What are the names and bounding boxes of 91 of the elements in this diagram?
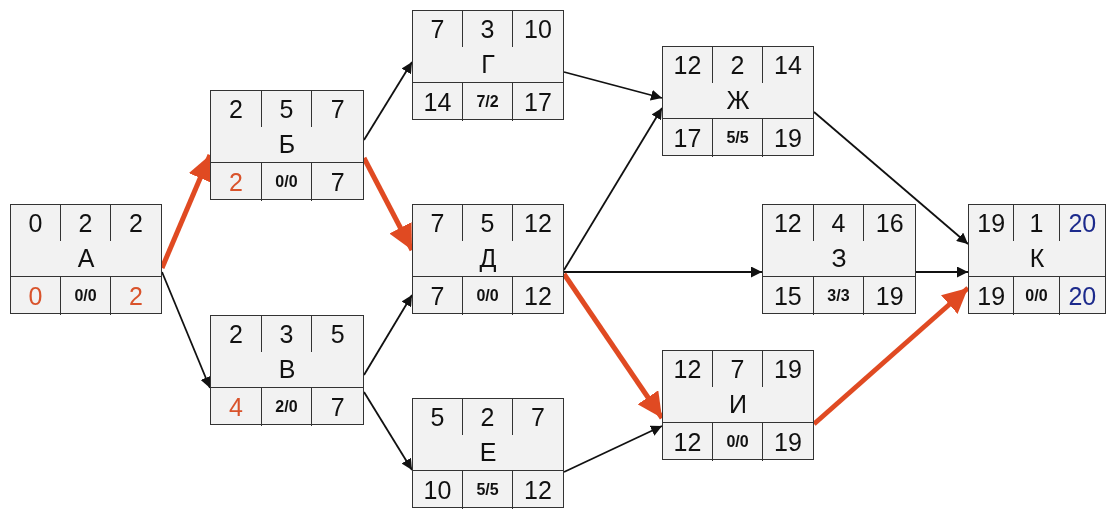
value-cell-text: 2 <box>128 207 144 239</box>
arrow <box>813 111 969 245</box>
value-cell-text: 17 <box>523 86 553 118</box>
value-cell-text: 14 <box>773 49 803 81</box>
value-cell: 15 <box>763 277 814 315</box>
value-cell: 14 <box>413 83 463 121</box>
value-cell: 4 <box>211 388 262 426</box>
activity-node <box>762 204 916 314</box>
value-cell: 2 <box>211 316 262 352</box>
activity-name: Е <box>413 435 563 471</box>
value-cell-text: 16 <box>874 207 905 239</box>
value-cell: 7 <box>713 351 763 387</box>
value-cell: 1 <box>1014 205 1060 241</box>
value-cell: 0/0 <box>463 277 513 315</box>
value-cell-text: 12 <box>523 207 553 239</box>
value-cell-text: 19 <box>773 122 803 154</box>
value-cell: 0/0 <box>713 423 763 461</box>
value-cell: 0/0 <box>1014 277 1060 315</box>
value-cell-text: 19 <box>773 353 803 385</box>
activity-node <box>10 204 162 314</box>
value-cell: 7/2 <box>463 83 513 121</box>
value-cell: 2 <box>211 91 262 127</box>
value-cell-text: 19 <box>773 426 803 458</box>
value-cell: 3/3 <box>813 277 865 315</box>
arrow <box>915 266 969 278</box>
value-cell: 0/0 <box>61 277 111 315</box>
arrow <box>363 391 413 471</box>
value-cell: 12 <box>763 205 814 241</box>
activity-name: Г <box>413 47 563 83</box>
arrow <box>161 271 211 389</box>
activity-node <box>412 204 564 314</box>
arrow <box>563 71 663 101</box>
value-cell: 12 <box>663 351 713 387</box>
value-cell: 7 <box>413 277 463 315</box>
value-cell-text: 12 <box>523 280 553 312</box>
value-cell: 5 <box>413 399 463 435</box>
value-cell-text: 5 <box>329 318 346 350</box>
arrow <box>812 286 970 426</box>
arrow <box>563 107 663 271</box>
value-cell: 12 <box>663 47 713 83</box>
value-cell-text: 7 <box>329 166 346 198</box>
value-cell-text: 20 <box>1067 207 1098 239</box>
value-cell-text: 7 <box>530 401 546 433</box>
activity-name: В <box>211 352 363 388</box>
activity-name: К <box>969 241 1105 277</box>
value-cell: 5/5 <box>463 471 513 509</box>
value-cell-text: 12 <box>523 474 553 506</box>
activity-node <box>210 90 364 200</box>
activity-name: Д <box>413 241 563 277</box>
value-cell-text: 7 <box>329 391 346 423</box>
value-cell: 4 <box>813 205 865 241</box>
value-cell: 5 <box>261 91 313 127</box>
value-cell: 7 <box>413 205 463 241</box>
value-cell-text: 7 <box>329 93 346 125</box>
value-cell: 2 <box>211 163 262 201</box>
value-cell: 2 <box>61 205 111 241</box>
value-cell-text: 2 <box>128 280 144 312</box>
activity-name: Б <box>211 127 363 163</box>
activity-name: З <box>763 241 915 277</box>
value-cell: 19 <box>969 205 1015 241</box>
activity-name: Ж <box>663 83 813 119</box>
value-cell: 3 <box>463 11 513 47</box>
value-cell: 5 <box>463 205 513 241</box>
activity-name: И <box>663 387 813 423</box>
arrow <box>363 294 413 376</box>
activity-node <box>412 398 564 508</box>
value-cell-text: 19 <box>874 280 905 312</box>
value-cell-text: 10 <box>523 13 553 45</box>
activity-node <box>662 46 814 156</box>
value-cell: 2 <box>463 399 513 435</box>
value-cell: 2 <box>713 47 763 83</box>
value-cell: 7 <box>413 11 463 47</box>
value-cell: 19 <box>969 277 1015 315</box>
value-cell: 12 <box>663 423 713 461</box>
value-cell: 0 <box>11 205 61 241</box>
value-cell-text: 20 <box>1067 280 1098 312</box>
value-cell: 17 <box>663 119 713 157</box>
value-cell: 0/0 <box>261 163 313 201</box>
activity-node <box>968 204 1106 314</box>
value-cell: 0 <box>11 277 61 315</box>
value-cell: 2/0 <box>261 388 313 426</box>
arrow <box>563 266 763 278</box>
value-cell: 5/5 <box>713 119 763 157</box>
value-cell: 3 <box>261 316 313 352</box>
arrow <box>563 425 663 473</box>
activity-node <box>412 10 564 120</box>
value-cell: 10 <box>413 471 463 509</box>
arrow <box>363 61 413 141</box>
activity-name: А <box>11 241 161 277</box>
activity-node <box>662 350 814 460</box>
activity-node <box>210 315 364 425</box>
